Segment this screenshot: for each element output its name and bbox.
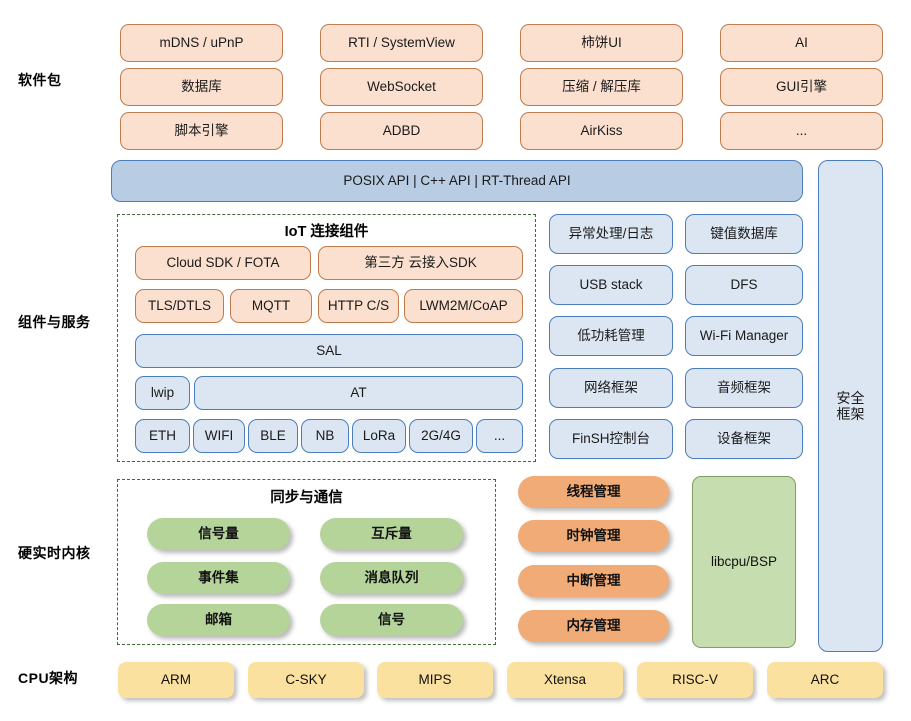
component-box[interactable]: 异常处理/日志	[549, 214, 673, 254]
cpu-arch-box[interactable]: C-SKY	[248, 662, 364, 698]
component-box[interactable]: Wi-Fi Manager	[685, 316, 803, 356]
iot-link-box[interactable]: NB	[301, 419, 349, 453]
package-box[interactable]: mDNS / uPnP	[120, 24, 283, 62]
api-bar[interactable]: POSIX API | C++ API | RT-Thread API	[111, 160, 803, 202]
iot-box-sal[interactable]: SAL	[135, 334, 523, 368]
cpu-arch-box[interactable]: Xtensa	[507, 662, 623, 698]
kernel-sync-box[interactable]: 互斥量	[320, 518, 463, 550]
iot-link-box[interactable]: ...	[476, 419, 523, 453]
iot-box-tls-dtls[interactable]: TLS/DTLS	[135, 289, 224, 323]
kernel-sync-box[interactable]: 事件集	[147, 562, 290, 594]
row-label-hard-realtime-kernel: 硬实时内核	[18, 545, 91, 561]
kernel-management-box[interactable]: 中断管理	[518, 565, 669, 597]
component-box[interactable]: USB stack	[549, 265, 673, 305]
iot-box-third-party-cloud-sdk[interactable]: 第三方 云接入SDK	[318, 246, 523, 280]
sync-group-frame	[117, 479, 496, 645]
package-box[interactable]: GUI引擎	[720, 68, 883, 106]
iot-box-lwip[interactable]: lwip	[135, 376, 190, 410]
kernel-management-box[interactable]: 线程管理	[518, 476, 669, 508]
iot-group-frame	[117, 214, 536, 462]
kernel-sync-box[interactable]: 邮箱	[147, 604, 290, 636]
kernel-management-box[interactable]: 内存管理	[518, 610, 669, 642]
package-box[interactable]: 压缩 / 解压库	[520, 68, 683, 106]
iot-box-mqtt[interactable]: MQTT	[230, 289, 312, 323]
iot-box-lwm2m-coap[interactable]: LWM2M/CoAP	[404, 289, 523, 323]
sync-group-title: 同步与通信	[270, 489, 343, 506]
component-box[interactable]: 键值数据库	[685, 214, 803, 254]
cpu-arch-box[interactable]: RISC-V	[637, 662, 753, 698]
iot-group-title: IoT 连接组件	[284, 223, 369, 240]
package-box[interactable]: 数据库	[120, 68, 283, 106]
iot-box-cloud-sdk-fota[interactable]: Cloud SDK / FOTA	[135, 246, 311, 280]
security-framework-box[interactable]: 安全 框架	[818, 160, 883, 652]
iot-link-box[interactable]: LoRa	[352, 419, 406, 453]
package-box[interactable]: RTI / SystemView	[320, 24, 483, 62]
component-box[interactable]: 网络框架	[549, 368, 673, 408]
cpu-arch-box[interactable]: MIPS	[377, 662, 493, 698]
iot-box-http-cs[interactable]: HTTP C/S	[318, 289, 399, 323]
row-label-components-services: 组件与服务	[18, 314, 91, 330]
component-box[interactable]: DFS	[685, 265, 803, 305]
package-box[interactable]: 柿饼UI	[520, 24, 683, 62]
kernel-sync-box[interactable]: 信号量	[147, 518, 290, 550]
package-box[interactable]: ADBD	[320, 112, 483, 150]
iot-link-box[interactable]: 2G/4G	[409, 419, 473, 453]
package-box[interactable]: AI	[720, 24, 883, 62]
row-label-cpu-arch: CPU架构	[18, 670, 79, 686]
component-box[interactable]: 设备框架	[685, 419, 803, 459]
kernel-sync-box[interactable]: 信号	[320, 604, 463, 636]
iot-link-box[interactable]: WIFI	[193, 419, 245, 453]
kernel-sync-box[interactable]: 消息队列	[320, 562, 463, 594]
iot-link-box[interactable]: ETH	[135, 419, 190, 453]
package-box[interactable]: AirKiss	[520, 112, 683, 150]
package-box[interactable]: 脚本引擎	[120, 112, 283, 150]
libcpu-bsp-box[interactable]: libcpu/BSP	[692, 476, 796, 648]
kernel-management-box[interactable]: 时钟管理	[518, 520, 669, 552]
component-box[interactable]: 音频框架	[685, 368, 803, 408]
component-box[interactable]: 低功耗管理	[549, 316, 673, 356]
row-label-software-packages: 软件包	[18, 72, 62, 88]
iot-box-at[interactable]: AT	[194, 376, 523, 410]
package-box[interactable]: ...	[720, 112, 883, 150]
cpu-arch-box[interactable]: ARM	[118, 662, 234, 698]
cpu-arch-box[interactable]: ARC	[767, 662, 883, 698]
component-box[interactable]: FinSH控制台	[549, 419, 673, 459]
iot-link-box[interactable]: BLE	[248, 419, 298, 453]
package-box[interactable]: WebSocket	[320, 68, 483, 106]
